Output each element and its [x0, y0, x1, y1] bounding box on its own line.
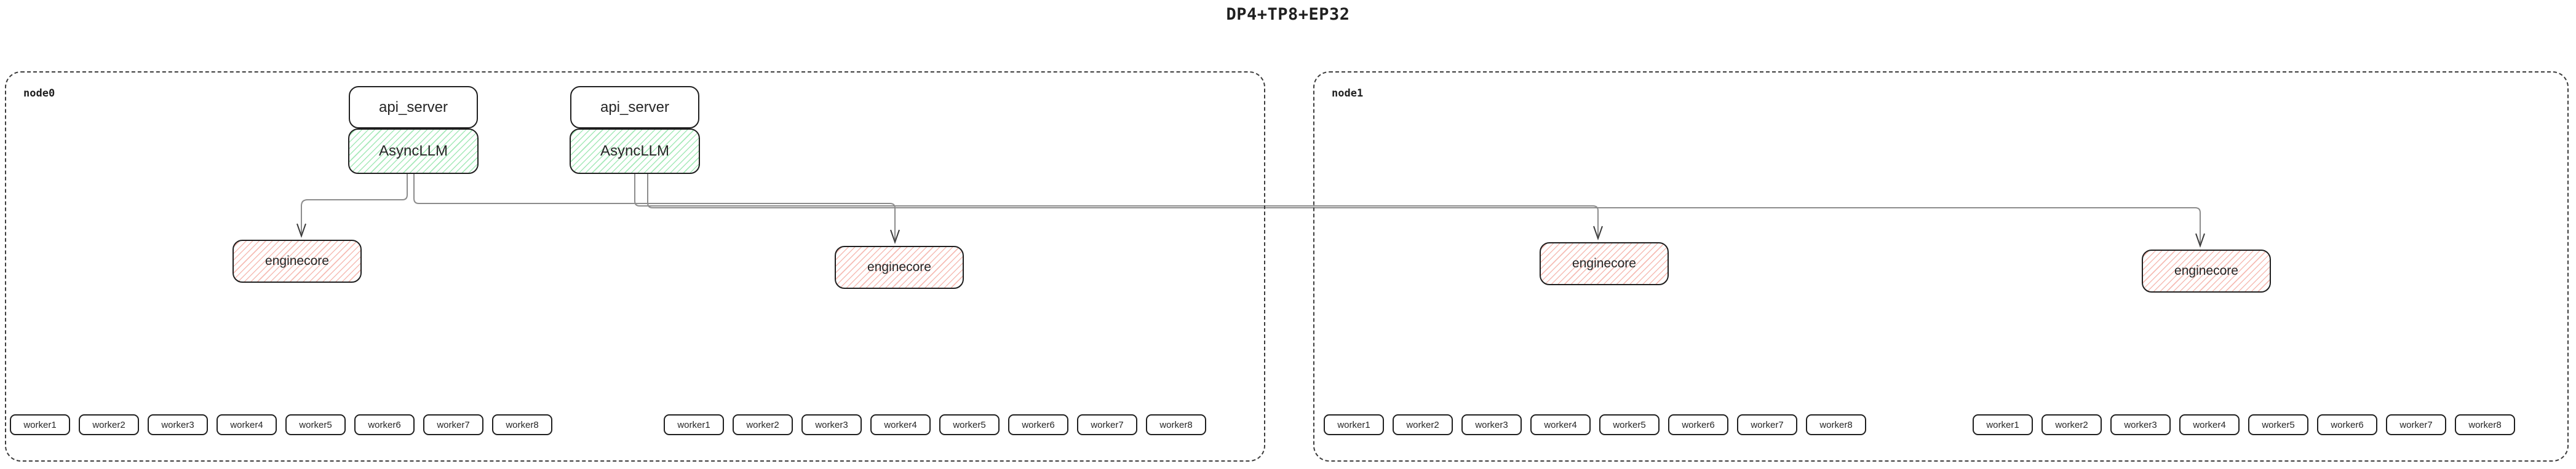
asyncllm-2: AsyncLLM [570, 128, 700, 174]
worker-box: worker8 [1146, 414, 1206, 435]
node1-worker-group-1: worker1 worker2 worker3 worker4 worker5 … [1324, 414, 1866, 435]
worker-box: worker6 [354, 414, 415, 435]
api-server-1: api_server [349, 86, 478, 128]
worker-box: worker6 [1008, 414, 1068, 435]
worker-box: worker2 [2041, 414, 2102, 435]
asyncllm-1: AsyncLLM [348, 128, 479, 174]
enginecore-1: enginecore [233, 240, 362, 283]
api-server-1-label: api_server [378, 98, 448, 116]
node0-label: node0 [23, 87, 55, 100]
worker-box: worker7 [423, 414, 483, 435]
worker-box: worker1 [1973, 414, 2033, 435]
worker-box: worker3 [801, 414, 862, 435]
enginecore-3: enginecore [1540, 242, 1669, 285]
node0-worker-group-2: worker1 worker2 worker3 worker4 worker5 … [664, 414, 1206, 435]
enginecore-4-label: enginecore [2174, 264, 2238, 278]
worker-box: worker8 [2455, 414, 2515, 435]
api-server-2-label: api_server [600, 98, 670, 116]
worker-box: worker7 [1737, 414, 1797, 435]
node0-container: node0 api_server AsyncLLM api_server Asy… [5, 71, 1265, 462]
worker-box: worker4 [2179, 414, 2240, 435]
worker-box: worker7 [2386, 414, 2446, 435]
worker-box: worker3 [2110, 414, 2171, 435]
worker-box: worker8 [492, 414, 552, 435]
worker-box: worker2 [79, 414, 139, 435]
node1-worker-group-2: worker1 worker2 worker3 worker4 worker5 … [1973, 414, 2515, 435]
worker-box: worker5 [939, 414, 1000, 435]
enginecore-4: enginecore [2142, 250, 2271, 293]
node1-label: node1 [1332, 87, 1364, 100]
asyncllm-2-label: AsyncLLM [600, 143, 670, 159]
worker-box: worker3 [148, 414, 208, 435]
enginecore-2-label: enginecore [867, 260, 931, 274]
worker-box: worker4 [217, 414, 277, 435]
worker-box: worker1 [664, 414, 724, 435]
worker-box: worker1 [10, 414, 70, 435]
worker-box: worker6 [1668, 414, 1728, 435]
worker-box: worker5 [285, 414, 346, 435]
worker-box: worker8 [1806, 414, 1866, 435]
worker-box: worker5 [2248, 414, 2308, 435]
worker-box: worker7 [1077, 414, 1137, 435]
worker-box: worker1 [1324, 414, 1384, 435]
worker-box: worker6 [2317, 414, 2377, 435]
node1-container: node1 enginecore enginecore worker1 work… [1313, 71, 2569, 462]
worker-box: worker3 [1461, 414, 1522, 435]
api-server-2: api_server [570, 86, 699, 128]
worker-box: worker2 [1393, 414, 1453, 435]
worker-box: worker4 [1530, 414, 1591, 435]
worker-box: worker4 [870, 414, 931, 435]
diagram-title: DP4+TP8+EP32 [1226, 5, 1350, 24]
enginecore-3-label: enginecore [1572, 256, 1636, 270]
worker-box: worker2 [733, 414, 793, 435]
worker-box: worker5 [1599, 414, 1660, 435]
node0-worker-group-1: worker1 worker2 worker3 worker4 worker5 … [10, 414, 552, 435]
enginecore-1-label: enginecore [265, 254, 329, 268]
asyncllm-1-label: AsyncLLM [378, 143, 448, 159]
enginecore-2: enginecore [835, 246, 964, 289]
